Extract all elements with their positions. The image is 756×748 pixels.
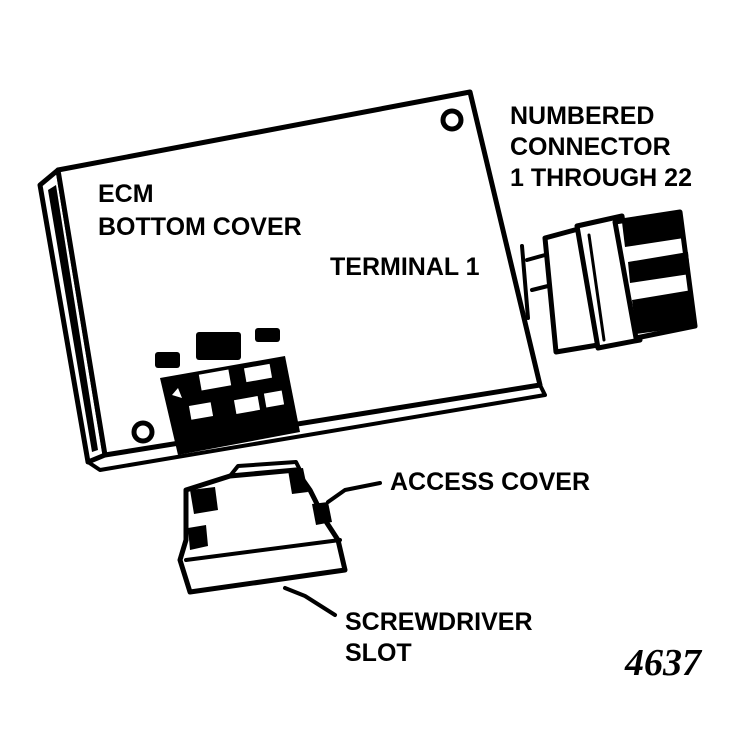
figure-number: 4637 <box>624 642 703 684</box>
terminal-1-label: TERMINAL 1 <box>330 253 480 281</box>
mounting-hole-top <box>440 108 464 132</box>
terminal-block <box>155 328 300 455</box>
mounting-hole-bottom <box>131 420 155 444</box>
numbered-connector <box>520 209 698 355</box>
access-cover-leader <box>326 481 382 504</box>
connector-label-line1: NUMBERED <box>510 102 654 130</box>
access-cover <box>177 460 348 595</box>
ecm-label-line2: BOTTOM COVER <box>98 213 302 241</box>
ecm-label-line1: ECM <box>98 180 154 208</box>
connector-label-line2: CONNECTOR <box>510 133 671 161</box>
screwdriver-slot-label-line2: SLOT <box>345 639 412 667</box>
connector-label-line3: 1 THROUGH 22 <box>510 164 692 192</box>
access-cover-label: ACCESS COVER <box>390 468 590 496</box>
screwdriver-slot-label-line1: SCREWDRIVER <box>345 608 533 636</box>
screwdriver-slot-leader <box>283 586 337 617</box>
